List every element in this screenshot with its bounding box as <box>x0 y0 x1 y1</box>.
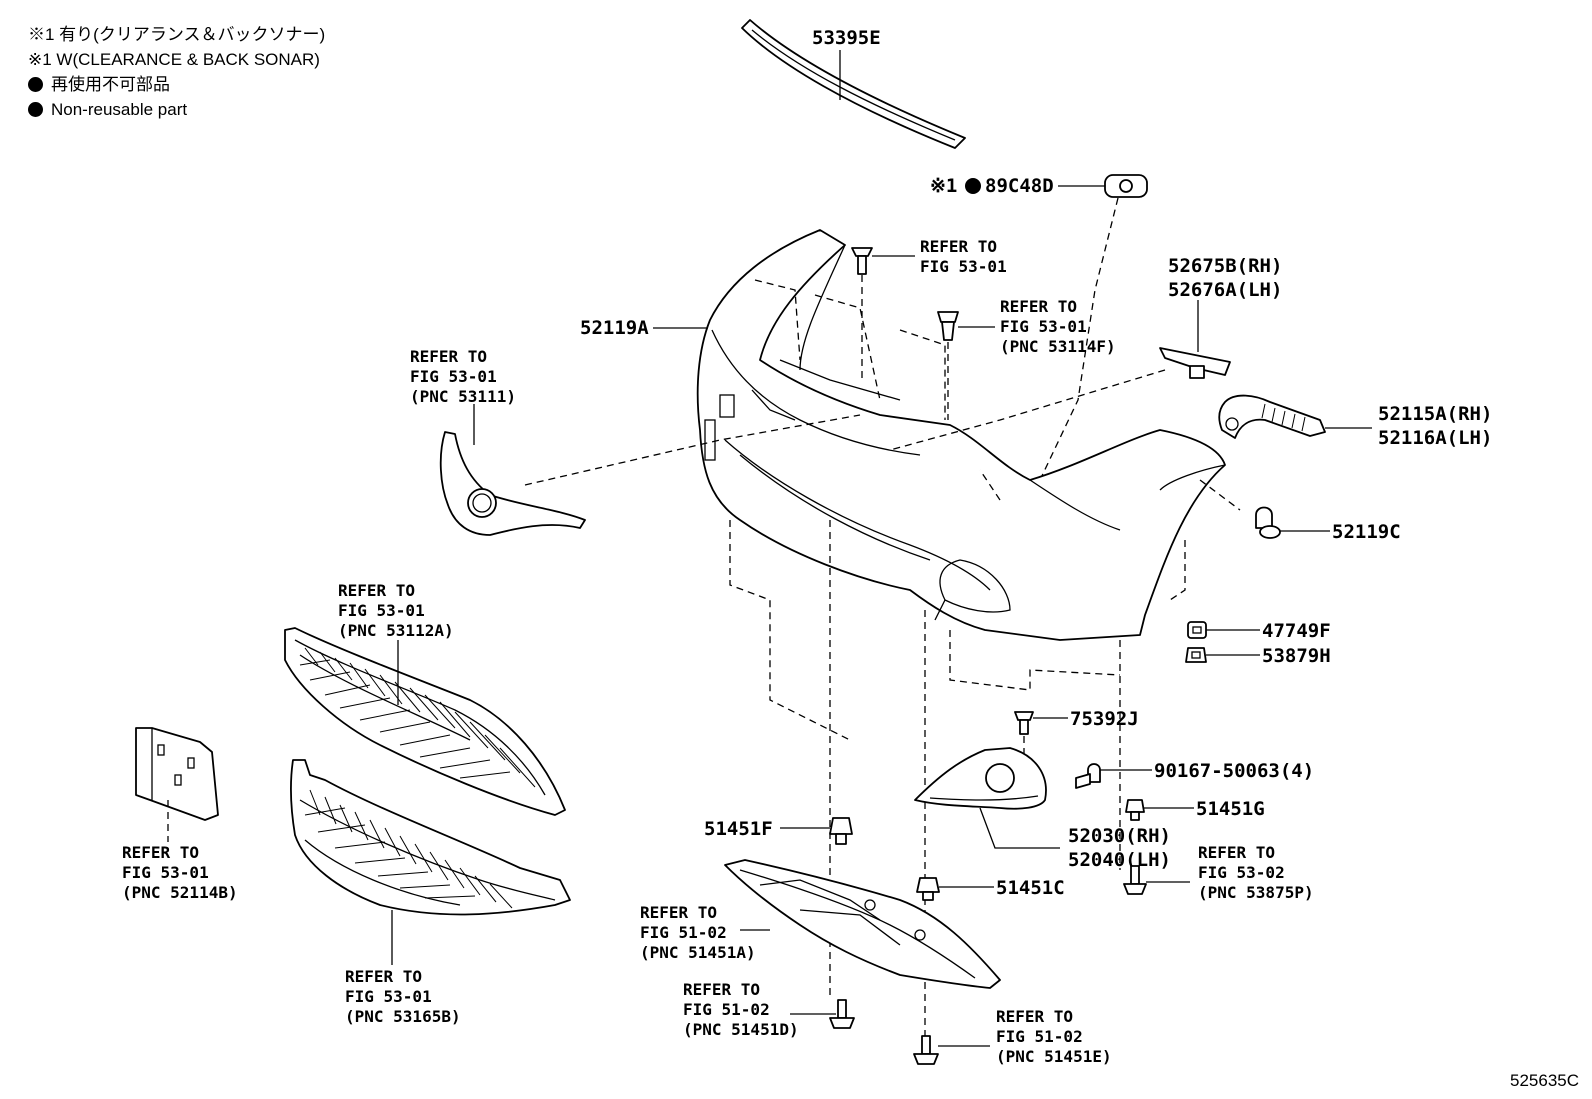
bumper-cover-52119A[interactable] <box>696 229 1226 641</box>
ref8-line2: FIG 51-02 <box>683 1000 770 1019</box>
label-53879H: 53879H <box>1262 645 1331 667</box>
non-reusable-dot-icon <box>965 178 981 194</box>
clip-51451G[interactable] <box>1125 799 1145 821</box>
ref6-line3: (PNC 53165B) <box>345 1007 461 1026</box>
label-52119C: 52119C <box>1332 521 1401 543</box>
label-53395E: 53395E <box>812 27 881 49</box>
ref8-line3: (PNC 51451D) <box>683 1020 799 1039</box>
legend-en-note: ※1 W(CLEARANCE & BACK SONAR) <box>28 50 320 69</box>
label-51451F: 51451F <box>704 818 773 840</box>
non-reusable-dot-icon <box>28 102 43 117</box>
label-52675B: 52675B(RH) <box>1168 255 1282 277</box>
label-52676A: 52676A(LH) <box>1168 279 1282 301</box>
clip-51451F[interactable] <box>829 817 853 845</box>
legend-en-nonreusable-row: Non-reusable part <box>28 97 325 122</box>
ref10-line1: REFER TO <box>1198 843 1275 862</box>
legend-jp-nonreusable-row: 再使用不可部品 <box>28 72 325 97</box>
legend-jp-nonreusable: 再使用不可部品 <box>51 75 170 94</box>
ref7-line3: (PNC 51451A) <box>640 943 756 962</box>
diagram-code: 525635C <box>1510 1071 1579 1090</box>
ref9-line3: (PNC 51451E) <box>996 1047 1112 1066</box>
sonar-sensor-89C48D[interactable] <box>1104 174 1148 198</box>
ref4-line3: (PNC 53112A) <box>338 621 454 640</box>
ref10-line2: FIG 53-02 <box>1198 863 1285 882</box>
radiator-grille-53165B[interactable] <box>290 759 571 916</box>
ref2-line2: FIG 53-01 <box>1000 317 1087 336</box>
ref7-line1: REFER TO <box>640 903 717 922</box>
grille-upper-53111[interactable] <box>439 431 586 536</box>
clip-75392J[interactable] <box>1014 711 1034 735</box>
license-bracket-52114B[interactable] <box>135 727 219 821</box>
ref2-line3: (PNC 53114F) <box>1000 337 1116 356</box>
ref5-line3: (PNC 52114B) <box>122 883 238 902</box>
engine-under-cover-51451A[interactable] <box>724 859 1001 989</box>
screw-53875P[interactable] <box>1123 865 1147 895</box>
clip-53879H[interactable] <box>1185 647 1207 663</box>
ref4-line1: REFER TO <box>338 581 415 600</box>
legend-jp-note: ※1 有り(クリアランス＆バックソナー) <box>28 25 326 44</box>
label-89C48D-prefix: ※1 <box>930 175 957 197</box>
screw-90167-50063[interactable] <box>1075 763 1101 789</box>
label-51451C: 51451C <box>996 877 1065 899</box>
ref3-line1: REFER TO <box>410 347 487 366</box>
label-89C48D: 89C48D <box>985 175 1054 197</box>
retainer-52115A-52116A[interactable] <box>1218 394 1326 439</box>
clip-53114F[interactable] <box>937 311 959 341</box>
label-75392J: 75392J <box>1070 708 1139 730</box>
fog-cover-52030-52040[interactable] <box>914 747 1047 810</box>
label-47749F: 47749F <box>1262 620 1331 642</box>
ref5-line2: FIG 53-01 <box>122 863 209 882</box>
ref1-line1: REFER TO <box>920 237 997 256</box>
ref9-line1: REFER TO <box>996 1007 1073 1026</box>
ref1-line2: FIG 53-01 <box>920 257 1007 276</box>
label-52119A: 52119A <box>580 317 649 339</box>
ref4-line2: FIG 53-01 <box>338 601 425 620</box>
label-52030: 52030(RH) <box>1068 825 1171 847</box>
clip-52119C[interactable] <box>1255 506 1281 539</box>
label-90167: 90167-50063(4) <box>1154 760 1314 782</box>
legend: ※1 有り(クリアランス＆バックソナー) ※1 W(CLEARANCE & BA… <box>28 22 325 122</box>
clip-51451C[interactable] <box>916 877 940 901</box>
ref2-line1: REFER TO <box>1000 297 1077 316</box>
ref9-line2: FIG 51-02 <box>996 1027 1083 1046</box>
label-52116A: 52116A(LH) <box>1378 427 1492 449</box>
ref6-line1: REFER TO <box>345 967 422 986</box>
label-52040: 52040(LH) <box>1068 849 1171 871</box>
grille-lower-53112A[interactable] <box>284 627 566 816</box>
screw-51451D[interactable] <box>829 999 855 1029</box>
label-52115A: 52115A(RH) <box>1378 403 1492 425</box>
ref5-line1: REFER TO <box>122 843 199 862</box>
legend-en-nonreusable: Non-reusable part <box>51 100 188 119</box>
screw-top-fig53-01[interactable] <box>851 247 873 275</box>
nut-47749F[interactable] <box>1187 621 1207 639</box>
ref8-line1: REFER TO <box>683 980 760 999</box>
non-reusable-dot-icon <box>28 77 43 92</box>
ref10-line3: (PNC 53875P) <box>1198 883 1314 902</box>
bracket-52675B-52676A[interactable] <box>1159 347 1231 379</box>
ref6-line2: FIG 53-01 <box>345 987 432 1006</box>
ref3-line3: (PNC 53111) <box>410 387 516 406</box>
screw-51451E[interactable] <box>913 1035 939 1065</box>
ref3-line2: FIG 53-01 <box>410 367 497 386</box>
ref7-line2: FIG 51-02 <box>640 923 727 942</box>
label-51451G: 51451G <box>1196 798 1265 820</box>
